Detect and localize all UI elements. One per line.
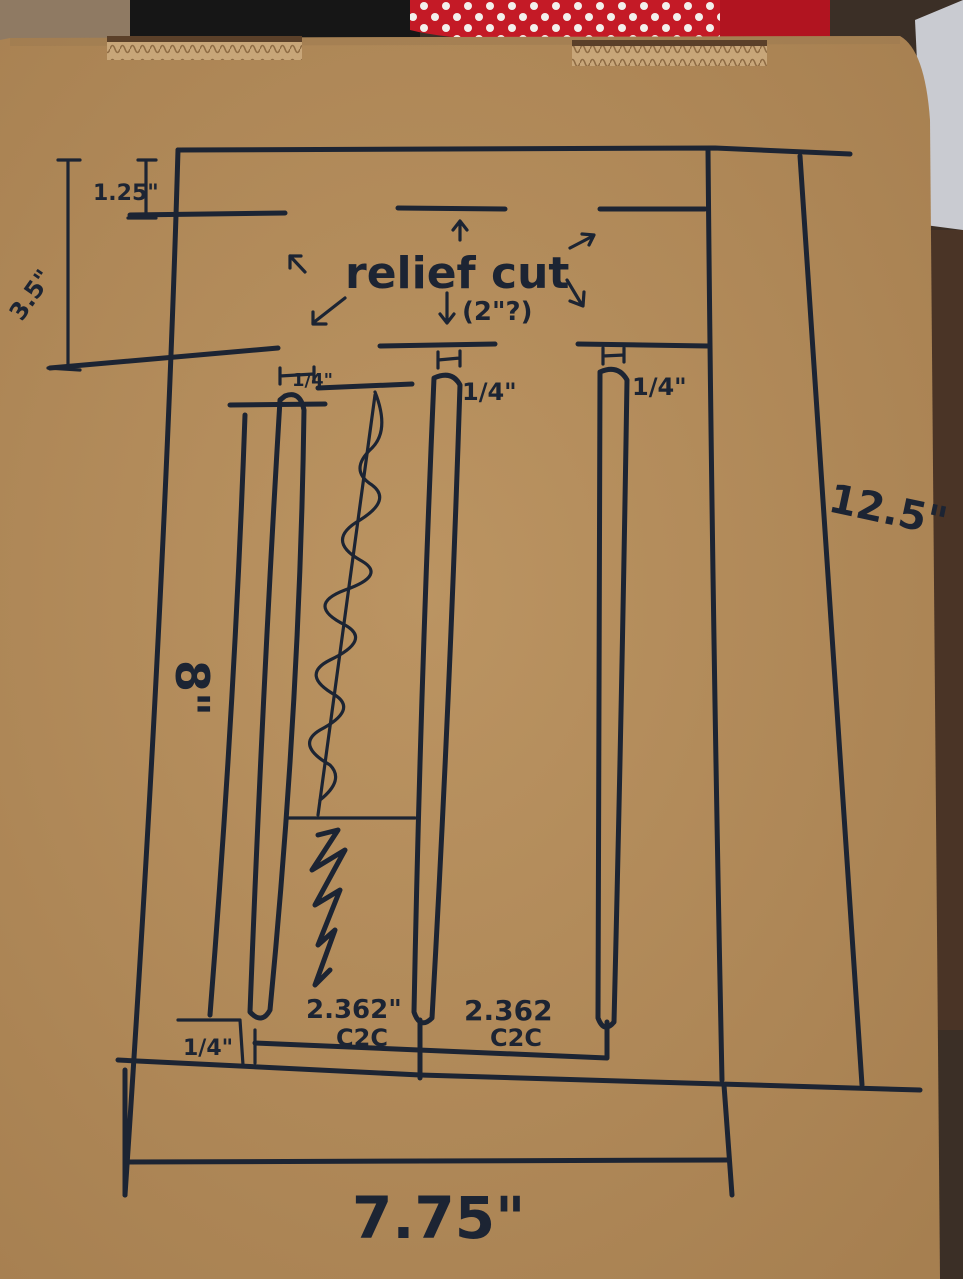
divider-outline — [207, 412, 248, 1018]
relief-cut-line — [575, 341, 711, 349]
ink-drawing — [46, 145, 923, 1198]
top-small-label: 1.25" — [93, 181, 159, 206]
width-label: 7.75" — [352, 1184, 525, 1252]
c2c-1-unit: C2C — [336, 1024, 388, 1052]
left-edge-line — [122, 147, 181, 1198]
slot-width-label-2: 1/4" — [462, 378, 517, 406]
relief-cut-line — [377, 341, 498, 349]
divider-slot-1 — [247, 392, 307, 1021]
arrow-icon — [565, 278, 586, 308]
relief-depth-label: (2"?) — [462, 297, 532, 327]
arrow-icon — [288, 254, 307, 274]
divider-height-label: 8" — [165, 660, 219, 716]
arrow-icon — [438, 291, 456, 325]
arrow-icon — [311, 296, 347, 326]
arrow-icon — [451, 219, 469, 242]
dimension-line — [126, 158, 158, 220]
width-dimension-line — [125, 1157, 731, 1165]
slot-width-label-3: 1/4" — [632, 373, 687, 401]
relief-cut-label: relief cut — [345, 248, 569, 299]
slot-width-label-1: 1/4" — [292, 370, 333, 391]
dimension-line — [46, 158, 82, 372]
c2c-2-unit: C2C — [490, 1024, 542, 1052]
relief-cut-line — [47, 345, 281, 371]
relief-cut-line — [127, 210, 288, 218]
inner-right-line — [705, 147, 725, 1083]
bottom-margin-label: 1/4" — [183, 1036, 233, 1061]
cardboard-sheet — [0, 36, 940, 1279]
corrugated-flap-left — [107, 38, 302, 60]
c2c-2-value: 2.362 — [464, 994, 553, 1027]
divider-slot-2 — [411, 372, 463, 1026]
top-edge-line — [175, 145, 853, 157]
shaded-block — [309, 827, 348, 988]
bottom-cross-line — [252, 1019, 610, 1061]
c2c-1-value: 2.362" — [306, 995, 402, 1025]
arrow-icon — [568, 232, 596, 250]
zigzag-scribble — [308, 390, 384, 802]
relief-cut-line — [395, 205, 508, 212]
outer-right-line — [797, 153, 865, 1088]
bottom-margin-box — [176, 1018, 257, 1067]
divider-slot-3 — [595, 366, 630, 1030]
